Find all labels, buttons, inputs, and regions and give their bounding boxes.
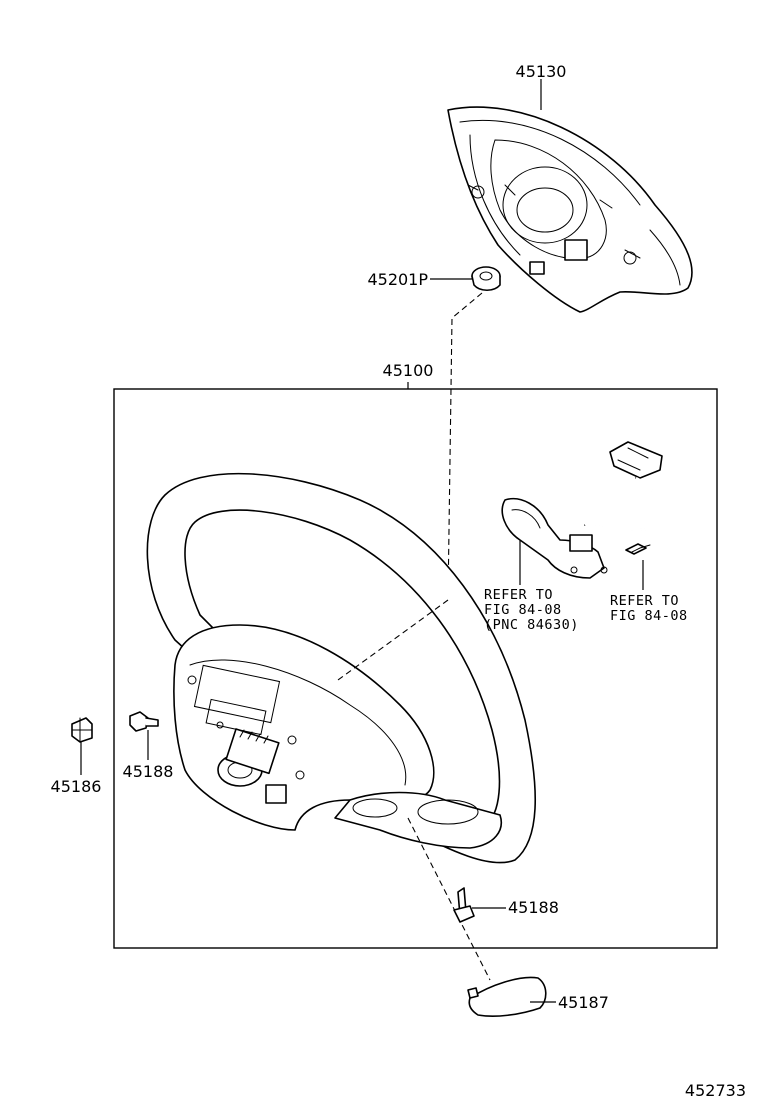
screw-left-illustration [129,711,159,732]
part-label-screw-left: 45188 [123,762,174,781]
assembly-frame [113,388,718,949]
ref-left-line2: FIG 84-08 [484,602,562,618]
part-label-cover: 45187 [558,993,609,1012]
steering-wheel-illustration [146,472,537,864]
ref-right-line1: REFER TO [610,593,679,609]
nut-illustration [471,266,501,292]
ref-right-line2: FIG 84-08 [610,608,688,624]
illustration-number: 452733 [685,1081,746,1100]
part-label-horn-pad: 45130 [516,62,567,81]
horn-pad-illustration [447,106,693,313]
ref-left-line1: REFER TO [484,587,553,603]
cover-illustration [467,976,547,1017]
screw-bottom-illustration [453,887,475,923]
part-label-wheel-assembly: 45100 [383,361,434,380]
part-label-screw-bottom: 45188 [508,898,559,917]
part-label-clip: 45186 [51,777,102,796]
switch-harness-illustration [501,441,663,579]
ref-left-line3: (PNC 84630) [484,617,579,633]
part-label-nut: 45201P [367,270,428,289]
clip-illustration [71,717,93,743]
